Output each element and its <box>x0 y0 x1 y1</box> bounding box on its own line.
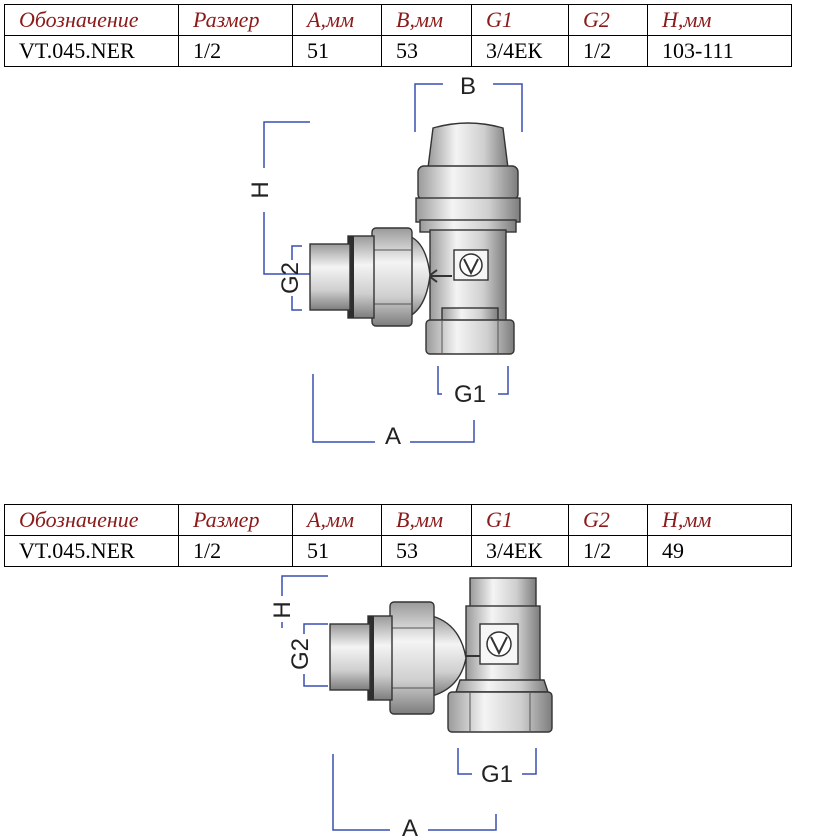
dimension-g2: G2 <box>277 245 304 311</box>
cell-h: 49 <box>647 535 792 567</box>
dimension-h: H <box>247 121 310 275</box>
bottom-nut <box>425 307 515 355</box>
cell-g1: 3/4ЕК <box>471 535 569 567</box>
valve-drawing-1: B H G2 <box>247 73 523 450</box>
header-h: H,мм <box>647 504 792 536</box>
cell-b: 53 <box>381 35 472 67</box>
cell-b: 53 <box>381 535 472 567</box>
valve-drawing-2: H G2 G1 <box>269 575 553 836</box>
dimension-a: A <box>332 754 497 836</box>
valve-body <box>427 229 507 323</box>
cell-size: 1/2 <box>178 35 293 67</box>
cell-h: 103-111 <box>647 35 792 67</box>
dimension-a-label: A <box>385 423 401 450</box>
bottom-nut <box>447 679 553 733</box>
dimension-b: B <box>414 73 523 132</box>
header-g1: G1 <box>471 504 569 536</box>
spec-table-2: Обозначение Размер A,мм B,мм G1 G2 H,мм … <box>4 504 792 567</box>
header-a: A,мм <box>292 504 382 536</box>
header-b: B,мм <box>381 504 472 536</box>
header-h: H,мм <box>647 4 792 36</box>
cell-a: 51 <box>292 35 382 67</box>
table-header-row: Обозначение Размер A,мм B,мм G1 G2 H,мм <box>4 504 792 536</box>
spec-table-1: Обозначение Размер A,мм B,мм G1 G2 H,мм … <box>4 4 792 67</box>
thermostatic-head <box>415 122 521 233</box>
valtec-logo-icon <box>486 631 512 657</box>
header-g2: G2 <box>568 504 648 536</box>
header-b: B,мм <box>381 4 472 36</box>
dimension-g2-label: G2 <box>277 262 304 294</box>
header-designation: Обозначение <box>4 504 179 536</box>
valtec-logo-icon <box>459 253 483 277</box>
dimension-g1-label: G1 <box>481 761 513 788</box>
cell-g2: 1/2 <box>568 535 648 567</box>
dimension-g1-label: G1 <box>454 381 486 408</box>
header-a: A,мм <box>292 4 382 36</box>
dimension-g1: G1 <box>457 748 537 788</box>
cell-g2: 1/2 <box>568 35 648 67</box>
header-size: Размер <box>178 504 293 536</box>
side-connector <box>329 601 467 715</box>
valve-cap <box>445 577 541 683</box>
table-row: VT.045.NER 1/2 51 53 3/4ЕК 1/2 49 <box>4 535 792 567</box>
cell-size: 1/2 <box>178 535 293 567</box>
header-g1: G1 <box>471 4 569 36</box>
header-size: Размер <box>178 4 293 36</box>
table-row: VT.045.NER 1/2 51 53 3/4ЕК 1/2 103-111 <box>4 35 792 67</box>
header-g2: G2 <box>568 4 648 36</box>
dimension-g1: G1 <box>437 366 509 408</box>
cell-a: 51 <box>292 535 382 567</box>
dimension-h-label: H <box>247 181 274 198</box>
dimension-g2-label: G2 <box>287 638 314 670</box>
dimension-b-label: B <box>460 73 476 100</box>
side-connector <box>309 227 431 327</box>
dimension-g2: G2 <box>287 623 328 687</box>
cell-designation: VT.045.NER <box>4 535 179 567</box>
dimension-a: A <box>312 374 475 450</box>
dimension-a-label: A <box>402 815 418 836</box>
cell-designation: VT.045.NER <box>4 35 179 67</box>
dimension-h: H <box>269 575 328 628</box>
table-header-row: Обозначение Размер A,мм B,мм G1 G2 H,мм <box>4 4 792 36</box>
cell-g1: 3/4ЕК <box>471 35 569 67</box>
dimension-h-label: H <box>269 601 296 618</box>
header-designation: Обозначение <box>4 4 179 36</box>
